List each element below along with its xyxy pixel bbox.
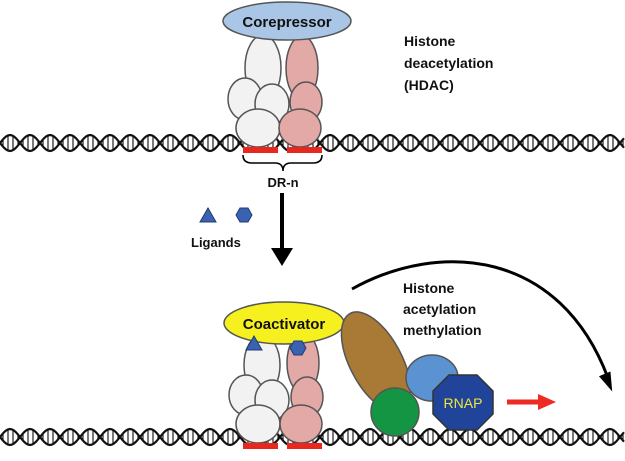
receptor-dimer-top [227, 34, 323, 148]
drn-label: DR-n [267, 175, 298, 190]
hdac-text: Histone deacetylation (HDAC) [404, 33, 493, 93]
hat-line-2: acetylation [403, 301, 476, 317]
down-arrow-icon [271, 248, 293, 266]
green-cofactor [370, 387, 420, 437]
corepressor: Corepressor [222, 1, 352, 41]
drn-brace [242, 154, 323, 172]
curved-arrow-head-icon [598, 371, 613, 392]
hat-line-1: Histone [403, 280, 455, 296]
transcription-arrow-icon [538, 394, 556, 410]
curved-arrow [351, 260, 610, 379]
corepressor-label: Corepressor [242, 14, 331, 31]
coactivator-label: Coactivator [243, 316, 326, 333]
dna-response-element [287, 443, 322, 449]
white-receptor-lobe [235, 404, 281, 444]
dna-response-element [243, 443, 278, 449]
dna-response-element [287, 147, 322, 153]
ligands-label: Ligands [191, 235, 241, 250]
hdac-line-1: Histone [404, 33, 456, 49]
bound-hexagon-ligand-icon [289, 340, 307, 356]
dna-response-element [243, 147, 278, 153]
octagon-rnap-icon [432, 374, 494, 431]
pink-receptor-lobe [278, 108, 322, 148]
hexagon-ligand-icon [235, 207, 253, 223]
rnap: RNAP [432, 374, 494, 431]
rnap-label: RNAP [444, 395, 483, 411]
white-receptor-lobe [235, 108, 281, 148]
pink-receptor-lobe [279, 404, 323, 444]
receptor-dimer-bottom [228, 332, 324, 444]
hat-line-3: methylation [403, 322, 482, 338]
bound-triangle-ligand-icon [245, 334, 263, 351]
triangle-ligand-icon [199, 206, 217, 223]
coactivator: Coactivator [223, 301, 345, 345]
hat-text: Histone acetylation methylation [403, 280, 482, 338]
hdac-line-2: deacetylation [404, 55, 493, 71]
hdac-line-3: (HDAC) [404, 77, 454, 93]
